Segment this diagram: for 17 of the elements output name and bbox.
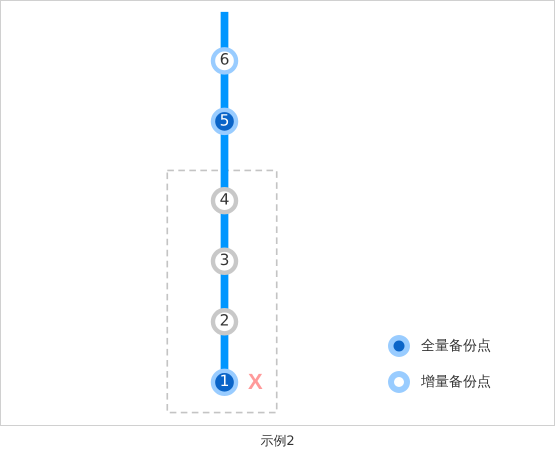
legend-text: 增量备份点 <box>421 373 491 391</box>
node-circle: 6 <box>210 47 238 75</box>
node-circle: 2 <box>210 308 238 336</box>
cluster <box>166 170 278 414</box>
legend-text: 全量备份点 <box>421 337 491 355</box>
node-circle: 3 <box>210 248 238 275</box>
connector <box>220 212 228 250</box>
node-circle: 1 <box>210 368 238 396</box>
connector <box>220 72 228 110</box>
connector <box>220 272 228 310</box>
fail-mark: X <box>248 370 263 394</box>
connector <box>220 132 228 190</box>
node-circle: 5 <box>210 108 238 136</box>
node-circle: 4 <box>210 186 238 214</box>
connector <box>220 333 228 371</box>
connector <box>220 12 228 50</box>
caption-text: 示例2 <box>260 434 295 449</box>
